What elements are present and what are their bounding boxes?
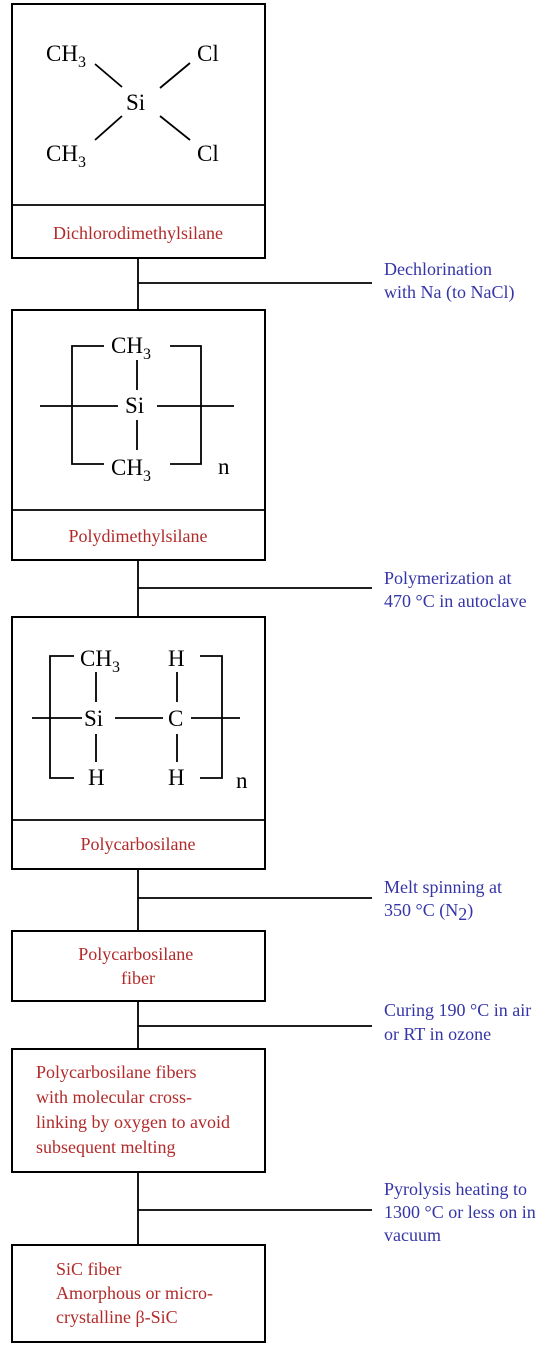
atom-ch3-on-si: CH3 bbox=[80, 646, 120, 676]
stage-box-polycarbosilane-fiber: Polycarbosilane fiber bbox=[11, 930, 266, 1002]
compound-name: Polycarbosilane bbox=[81, 834, 196, 854]
atom-h-on-c-top: H bbox=[168, 646, 185, 671]
box-outline bbox=[11, 1244, 266, 1343]
bracket-left bbox=[71, 345, 104, 465]
step-label-melt-spinning: Melt spinning at 350 °C (N2) bbox=[384, 877, 507, 924]
stage-box-cross-linked-fibers: Polycarbosilane fibers with molecular cr… bbox=[11, 1048, 266, 1173]
compound-name: Polydimethylsilane bbox=[69, 526, 208, 546]
atom-ch3-bottom-left: CH3 bbox=[46, 141, 86, 171]
box-outline bbox=[11, 930, 266, 1002]
structure-polycarbosilane: CH3 H Si C H H n bbox=[32, 646, 248, 793]
atom-ch3-top: CH3 bbox=[111, 333, 151, 363]
atom-ch3-top-left: CH3 bbox=[46, 41, 86, 71]
structure-polydimethylsilane: CH3 Si CH3 n bbox=[40, 333, 234, 485]
step-label-dechlorination: Dechlorination with Na (to NaCl) bbox=[384, 259, 514, 303]
bond-si-ch3-bottom bbox=[94, 115, 123, 141]
step-label-curing: Curing 190 °C in air or RT in ozone bbox=[384, 1000, 536, 1044]
structure-dichlorodimethylsilane: CH3 Cl Si CH3 Cl bbox=[46, 41, 219, 171]
stage-label: Polycarbosilane fibers with molecular cr… bbox=[36, 1062, 234, 1157]
atom-si: Si bbox=[84, 706, 103, 731]
atom-cl-bottom-right: Cl bbox=[197, 141, 219, 166]
atom-h-on-c-bottom: H bbox=[168, 765, 185, 790]
atom-ch3-bottom: CH3 bbox=[111, 455, 151, 485]
stage-box-sic-fiber: SiC fiber Amorphous or micro- crystallin… bbox=[11, 1244, 266, 1343]
bond-si-ch3-top bbox=[94, 63, 123, 88]
bracket-left bbox=[49, 655, 74, 779]
atom-h-on-si-bottom: H bbox=[88, 765, 105, 790]
compound-name: Dichlorodimethylsilane bbox=[53, 223, 223, 243]
atom-cl-top-right: Cl bbox=[197, 41, 219, 66]
repeat-index-n: n bbox=[236, 768, 248, 793]
step-label-pyrolysis: Pyrolysis heating to 1300 °C or less on … bbox=[384, 1179, 540, 1245]
stage-label: SiC fiber Amorphous or micro- crystallin… bbox=[56, 1259, 217, 1327]
step-label-polymerization: Polymerization at 470 °C in autoclave bbox=[384, 568, 527, 611]
atom-si-center: Si bbox=[126, 90, 145, 115]
bond-si-cl-bottom bbox=[159, 115, 191, 141]
atom-c: C bbox=[168, 706, 183, 731]
compound-box-polydimethylsilane: CH3 Si CH3 n Polydimethylsilane bbox=[11, 309, 266, 561]
bracket-right bbox=[170, 345, 202, 465]
repeat-index-n: n bbox=[218, 454, 230, 479]
bond-si-cl-top bbox=[159, 62, 191, 89]
bracket-right bbox=[200, 655, 223, 779]
atom-si-center: Si bbox=[125, 393, 144, 418]
compound-box-polycarbosilane: CH3 H Si C H H n Polycarbosilane bbox=[11, 616, 266, 870]
stage-label: Polycarbosilane fiber bbox=[78, 944, 197, 988]
compound-box-dichlorodimethylsilane: CH3 Cl Si CH3 Cl Dichlorodimethylsilane bbox=[11, 3, 266, 259]
